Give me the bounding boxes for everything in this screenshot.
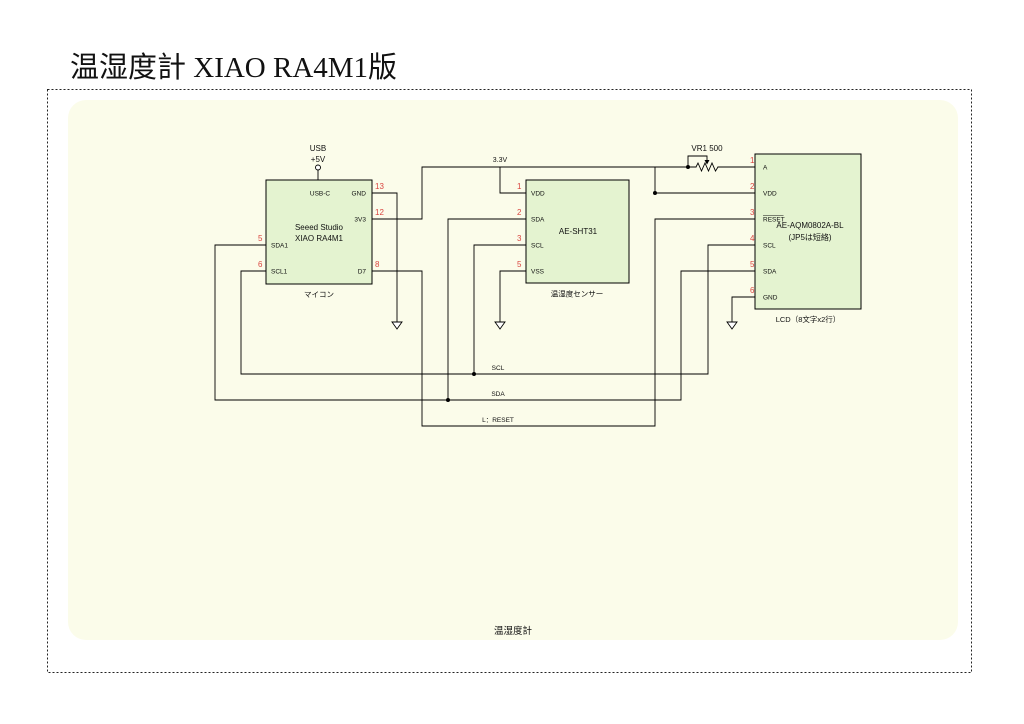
lcd-pin-reset-label: RESET [763, 217, 785, 224]
mcu-pin-sda-number: 5 [258, 234, 263, 243]
lcd-pin-sda-number: 5 [750, 260, 755, 269]
sensor-pin-vdd-number: 1 [517, 182, 522, 191]
mcu-caption: マイコン [304, 290, 334, 299]
sheet-frame [47, 89, 972, 673]
rail-label-3v3: 3.3V [493, 157, 508, 164]
sensor-pin-scl-number: 3 [517, 234, 522, 243]
mcu-pin-gnd-number: 13 [375, 182, 384, 191]
mcu-component: USB-C GND 3V3 D7 SDA1 SCL1 Seeed Studio … [258, 179, 384, 299]
lcd-pin-a-number: 1 [750, 156, 755, 165]
sensor-pin-sda-label: SDA [531, 217, 545, 224]
lcd-pin-gnd-label: GND [763, 295, 778, 302]
lcd-pin-vdd-number: 2 [750, 182, 755, 191]
lcd-component: A VDD RESET SCL SDA GND AE-AQM0802A-BL (… [750, 153, 862, 324]
mcu-pin-scl-number: 6 [258, 260, 263, 269]
junction-dot [446, 398, 450, 402]
resistor-label: VR1 500 [691, 144, 723, 153]
net-label-scl: SCL [492, 365, 505, 372]
lcd-pin-scl-number: 4 [750, 234, 755, 243]
wire-mcu-gnd [371, 192, 398, 323]
mcu-name-line1: Seeed Studio [295, 223, 344, 232]
wire-reset [371, 218, 756, 427]
ground-symbol [494, 321, 506, 330]
variable-resistor-vr1: VR1 500 [687, 144, 723, 173]
sensor-pin-scl-label: SCL [531, 243, 544, 250]
wire-sensor-sda [447, 218, 527, 401]
usb-terminal [315, 164, 321, 171]
usb-power: USB +5V [310, 144, 326, 180]
sensor-name: AE-SHT31 [559, 227, 598, 236]
sheet-caption: 温湿度計 [494, 625, 533, 637]
sensor-body [525, 179, 630, 284]
mcu-pin-sda-label: SDA1 [271, 243, 288, 250]
mcu-pin-usb-label: USB-C [310, 191, 331, 198]
mcu-pin-d7-number: 8 [375, 260, 380, 269]
lcd-pin-a-label: A [763, 165, 768, 172]
mcu-name-line2: XIAO RA4M1 [295, 234, 344, 243]
net-label-reset: L：RESET [482, 417, 514, 424]
junction-dot [653, 191, 657, 195]
sensor-pin-sda-number: 2 [517, 208, 522, 217]
lcd-pin-gnd-number: 6 [750, 286, 755, 295]
lcd-pin-vdd-label: VDD [763, 191, 777, 198]
sensor-pin-vss-label: VSS [531, 269, 545, 276]
usb-voltage-label: +5V [311, 155, 326, 164]
lcd-name-line1: AE-AQM0802A-BL [776, 221, 844, 230]
mcu-pin-scl-label: SCL1 [271, 269, 288, 276]
wire-3v3-rail [371, 166, 697, 220]
resistor-wiper [687, 155, 708, 168]
lcd-pin-scl-label: SCL [763, 243, 776, 250]
sensor-pin-vdd-label: VDD [531, 191, 545, 198]
sensor-caption: 温湿度センサー [551, 289, 604, 299]
resistor-wiper-arrow [704, 160, 710, 165]
net-label-sda: SDA [491, 391, 505, 398]
mcu-pin-3v3-number: 12 [375, 208, 384, 217]
ground-symbol [726, 321, 738, 330]
usb-label: USB [310, 144, 326, 153]
wire-lcd-gnd [731, 296, 756, 323]
ground-symbol [391, 321, 403, 330]
resistor-zigzag [695, 161, 719, 173]
wire-sensor-scl [473, 244, 527, 375]
lcd-name-line2: (JP5は短絡) [788, 232, 831, 242]
mcu-body [265, 179, 373, 285]
lcd-caption: LCD（8文字x2行） [776, 314, 841, 324]
page-title: 温湿度計 XIAO RA4M1版 [70, 51, 397, 84]
sensor-pin-vss-number: 5 [517, 260, 522, 269]
lcd-pin-reset-number: 3 [750, 208, 755, 217]
mcu-pin-d7-label: D7 [358, 269, 367, 276]
lcd-body [754, 153, 862, 310]
mcu-pin-3v3-label: 3V3 [354, 217, 366, 224]
junction-dot [472, 372, 476, 376]
wire-sensor-vss [499, 270, 527, 323]
mcu-pin-gnd-label: GND [352, 191, 367, 198]
sensor-component: VDD SDA SCL VSS AE-SHT31 温湿度センサー 1 2 3 5 [517, 179, 630, 299]
lcd-pin-sda-label: SDA [763, 269, 777, 276]
wire-sensor-vdd [499, 166, 527, 194]
